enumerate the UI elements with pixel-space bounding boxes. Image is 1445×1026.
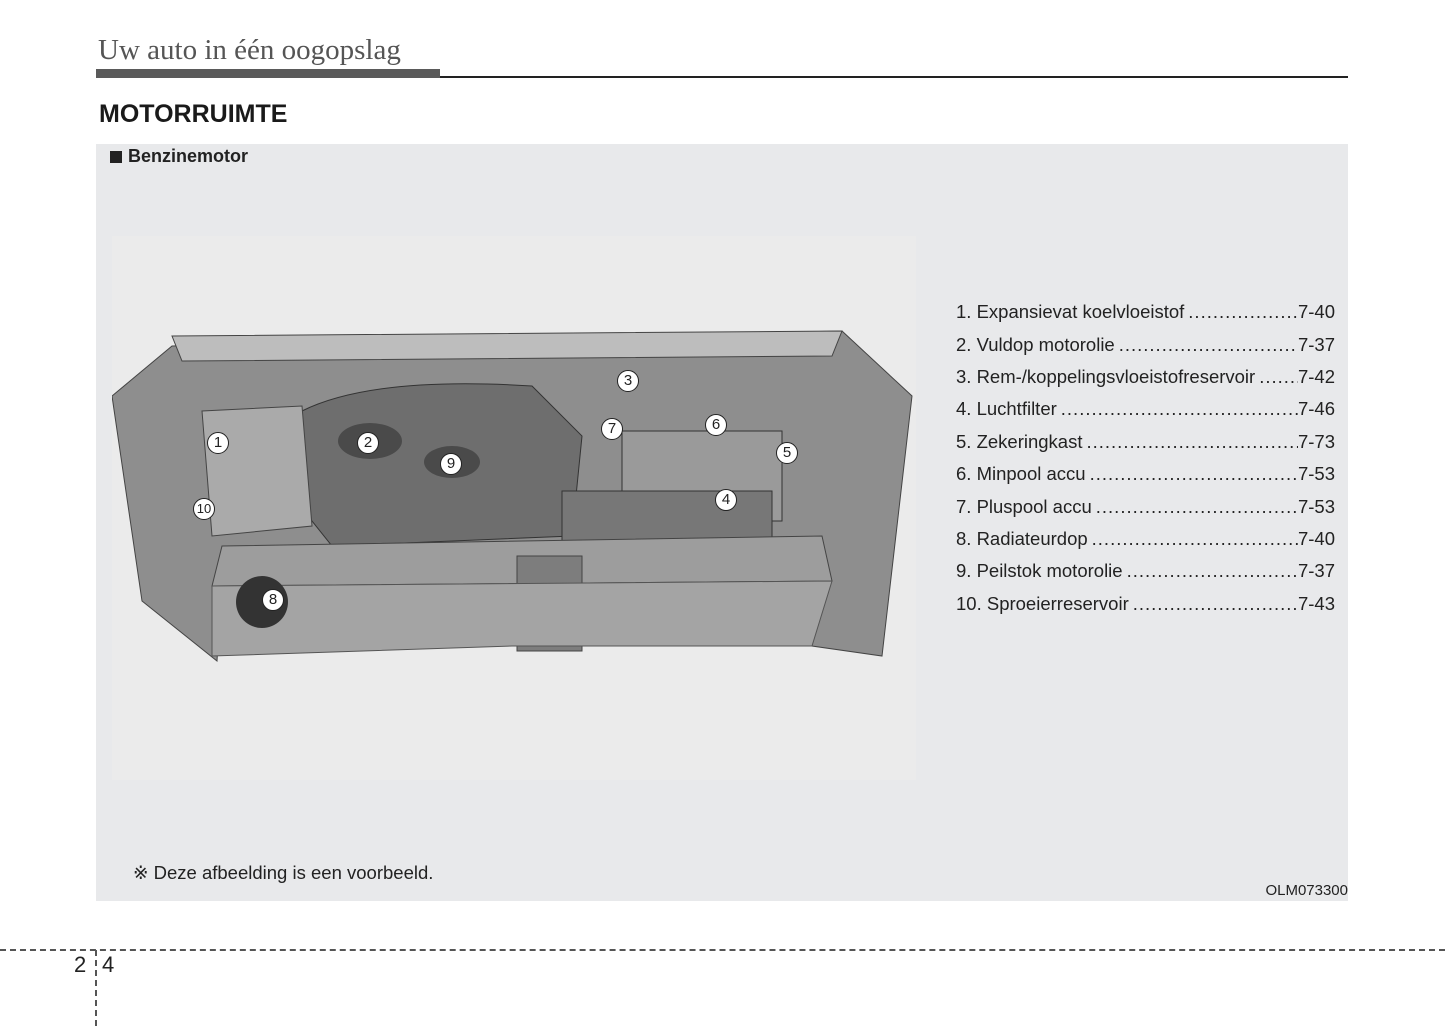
callout-10: 10	[193, 498, 215, 520]
leader-dots	[1086, 431, 1297, 453]
page-number: 4	[102, 952, 115, 977]
chapter-title: Uw auto in één oogopslag	[98, 34, 401, 66]
leader-dots	[1119, 334, 1298, 356]
subsection-label: Benzinemotor	[128, 146, 249, 166]
item-label: 8. Radiateurdop	[956, 527, 1088, 549]
callout-3: 3	[617, 370, 639, 392]
item-label: 9. Peilstok motorolie	[956, 560, 1123, 582]
item-page: 7-46	[1297, 398, 1335, 420]
item-page: 7-37	[1297, 560, 1335, 582]
list-item: 3. Rem-/koppelingsvloeistofreservoir 7-42	[956, 361, 1335, 393]
engine-bay-drawing	[111, 330, 913, 662]
list-item: 5. Zekeringkast 7-73	[956, 426, 1335, 458]
footer-dashed-rule	[0, 949, 1445, 951]
item-label: 7. Pluspool accu	[956, 495, 1092, 517]
leader-dots	[1092, 528, 1298, 550]
header-rule	[440, 76, 1348, 78]
item-page: 7-53	[1297, 463, 1335, 485]
list-item: 10. Sproeierreservoir 7-43	[956, 588, 1335, 620]
item-page: 7-40	[1297, 527, 1335, 549]
leader-dots	[1133, 593, 1298, 615]
item-label: 2. Vuldop motorolie	[956, 333, 1115, 355]
list-item: 8. Radiateurdop 7-40	[956, 523, 1335, 555]
header-bar	[96, 69, 440, 78]
subsection-heading: Benzinemotor	[110, 146, 248, 167]
illustration-note: ※ Deze afbeelding is een voorbeeld.	[133, 862, 434, 883]
component-list: 1. Expansievat koelvloeistof 7-40 2. Vuld…	[956, 296, 1335, 620]
item-label: 5. Zekeringkast	[956, 430, 1083, 452]
list-item: 6. Minpool accu 7-53	[956, 458, 1335, 490]
leader-dots	[1259, 366, 1298, 388]
callout-4: 4	[715, 489, 737, 511]
callout-1: 1	[207, 432, 229, 454]
engine-bay-illustration	[111, 236, 916, 780]
callout-8: 8	[262, 589, 284, 611]
leader-dots	[1096, 496, 1298, 518]
item-label: 3. Rem-/koppelingsvloeistofreservoir	[956, 365, 1256, 387]
chapter-number: 2	[74, 952, 87, 977]
item-page: 7-43	[1297, 592, 1335, 614]
item-page: 7-73	[1297, 430, 1335, 452]
item-page: 7-37	[1297, 333, 1335, 355]
leader-dots	[1188, 301, 1298, 323]
square-bullet-icon	[110, 150, 122, 163]
leader-dots	[1061, 398, 1298, 420]
list-item: 7. Pluspool accu 7-53	[956, 490, 1335, 522]
item-label: 1. Expansievat koelvloeistof	[956, 301, 1185, 323]
section-title: MOTORRUIMTE	[99, 100, 288, 128]
list-item: 9. Peilstok motorolie 7-37	[956, 555, 1335, 587]
list-item: 4. Luchtfilter 7-46	[956, 393, 1335, 425]
image-code: OLM073300	[1265, 882, 1348, 899]
list-item: 1. Expansievat koelvloeistof 7-40	[956, 296, 1335, 328]
callout-5: 5	[776, 442, 798, 464]
callout-9: 9	[440, 453, 462, 475]
item-page: 7-53	[1297, 495, 1335, 517]
item-label: 6. Minpool accu	[956, 463, 1086, 485]
item-page: 7-40	[1297, 301, 1335, 323]
callout-6: 6	[705, 414, 727, 436]
footer-dashed-divider	[95, 950, 97, 1026]
leader-dots	[1090, 463, 1298, 485]
item-label: 4. Luchtfilter	[956, 398, 1057, 420]
item-label: 10. Sproeierreservoir	[956, 592, 1129, 614]
list-item: 2. Vuldop motorolie 7-37	[956, 328, 1335, 360]
callout-7: 7	[601, 418, 623, 440]
callout-2: 2	[357, 432, 379, 454]
leader-dots	[1127, 560, 1298, 582]
item-page: 7-42	[1297, 365, 1335, 387]
